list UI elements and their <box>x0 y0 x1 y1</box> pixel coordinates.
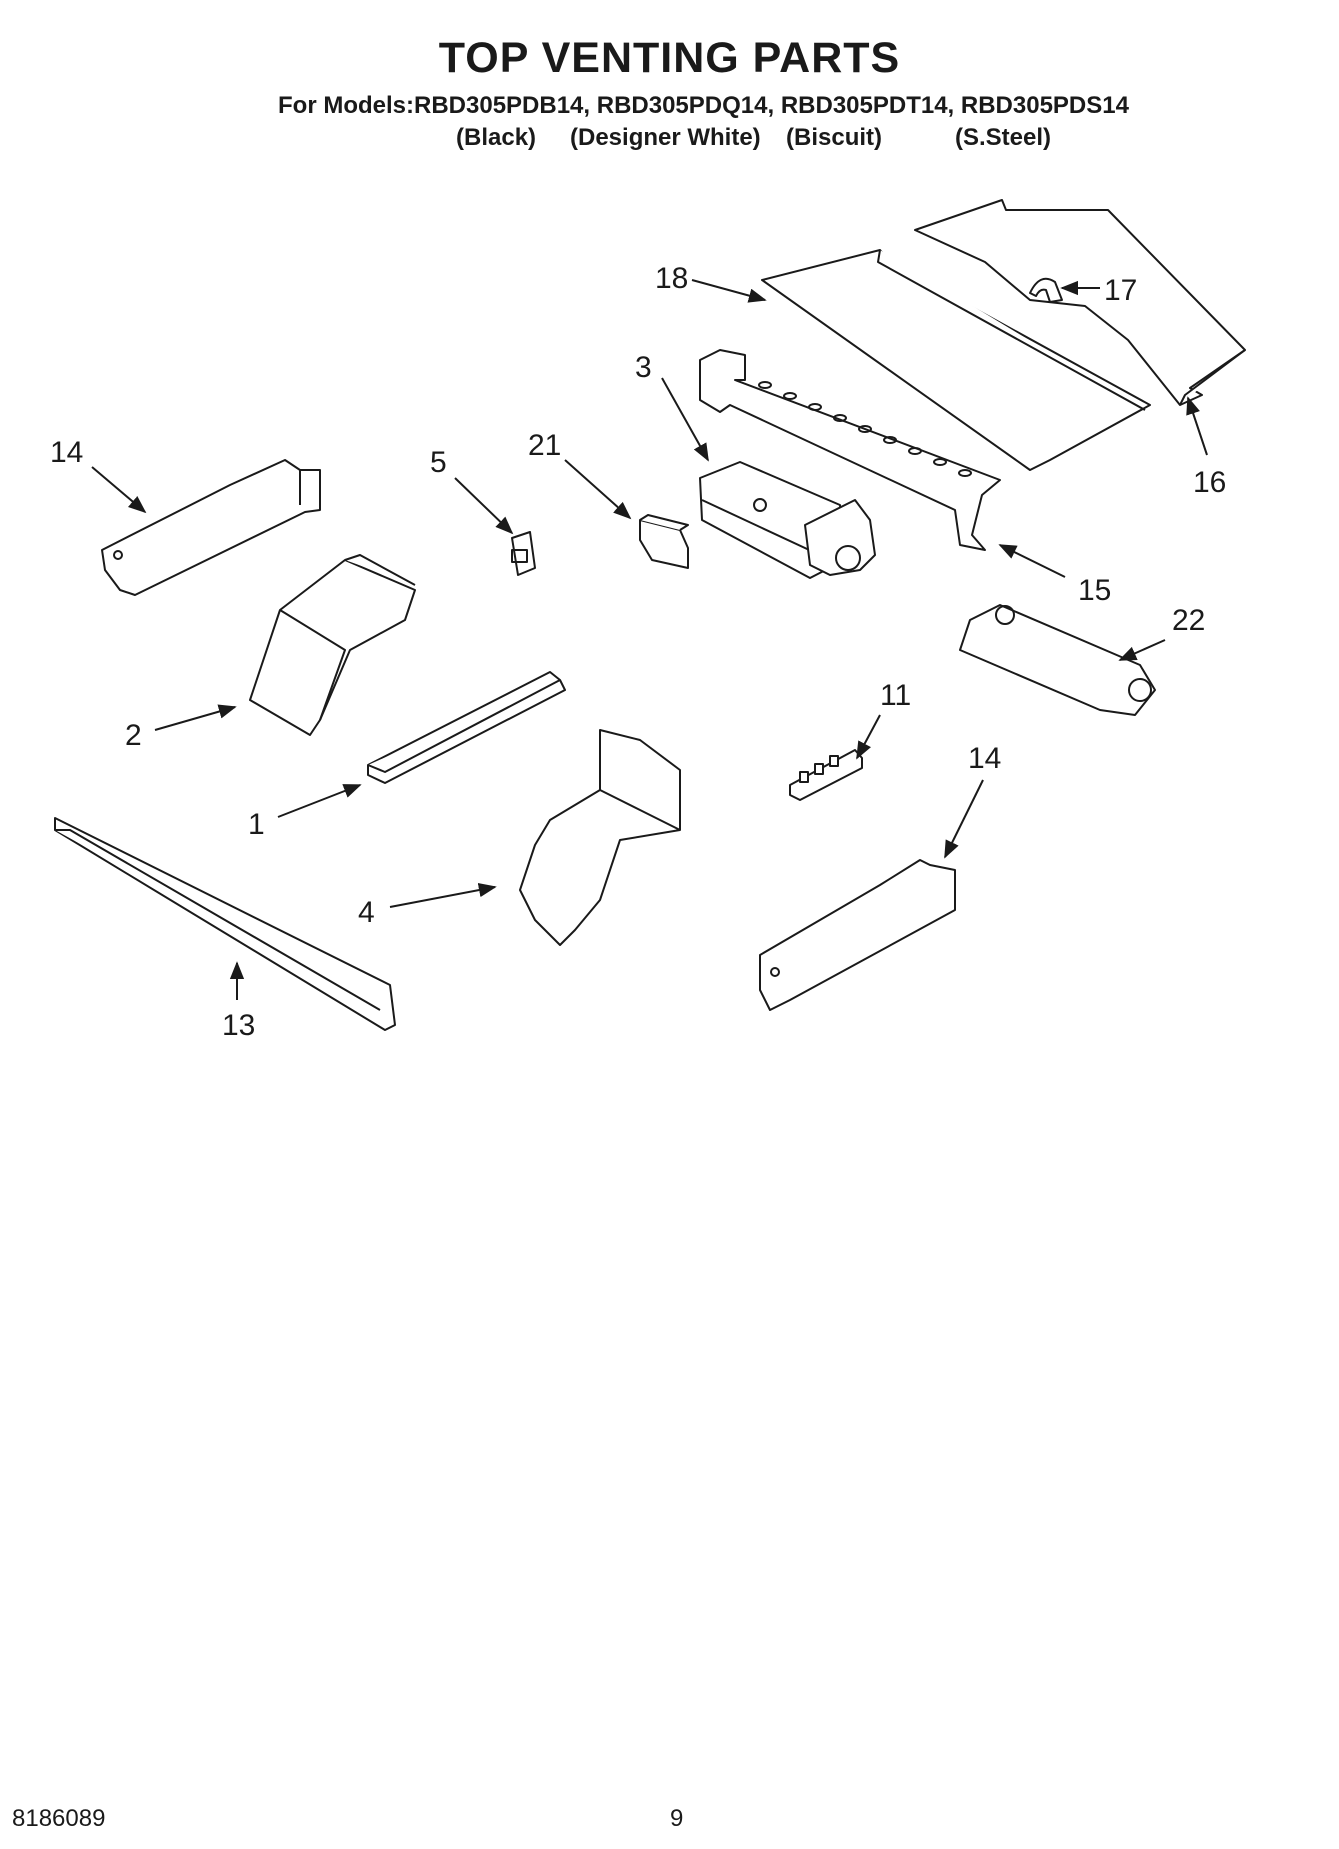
arrow-1 <box>277 784 362 818</box>
callout-11: 11 <box>880 679 911 712</box>
arrow-4 <box>389 882 497 908</box>
callout-14-lower: 14 <box>968 742 1001 775</box>
part-21-block <box>639 514 689 569</box>
color-biscuit: (Biscuit) <box>786 124 882 151</box>
color-black: (Black) <box>456 124 537 151</box>
callout-22: 22 <box>1172 604 1205 637</box>
arrow-2 <box>154 704 237 731</box>
arrow-16 <box>1186 396 1208 456</box>
part-1-channel <box>367 671 566 784</box>
arrow-11 <box>856 714 881 760</box>
arrow-14b <box>944 779 984 859</box>
part-18-vent-panel <box>761 249 1151 471</box>
arrow-22 <box>1118 639 1166 661</box>
part-22-grille <box>959 604 1156 716</box>
color-designer-white: (Designer White) <box>570 124 761 151</box>
models-line: For Models:RBD305PDB14, RBD305PDQ14, RBD… <box>278 92 1129 119</box>
part-13-long-rail <box>54 817 396 1031</box>
document-number: 8186089 <box>12 1805 106 1832</box>
page-title: TOP VENTING PARTS <box>438 34 901 82</box>
arrow-5 <box>454 477 514 535</box>
callout-13: 13 <box>222 1009 255 1042</box>
part-3-motor-assembly <box>699 461 876 579</box>
callout-14-upper: 14 <box>50 436 83 469</box>
part-16-top-cover <box>914 199 1246 406</box>
part-14-bracket-right <box>759 859 956 1011</box>
part-11-terminal-strip <box>789 749 863 801</box>
callout-21: 21 <box>528 429 561 462</box>
arrow-21 <box>564 459 632 520</box>
callout-4: 4 <box>358 896 375 929</box>
callout-2: 2 <box>125 719 142 752</box>
arrow-3 <box>661 377 709 462</box>
callout-1: 1 <box>248 808 265 841</box>
part-14-bracket-left <box>101 459 321 596</box>
part-2-duct <box>249 554 416 736</box>
color-stainless: (S.Steel) <box>955 124 1052 151</box>
callout-18: 18 <box>655 262 688 295</box>
part-5-switch <box>511 531 536 576</box>
callout-15: 15 <box>1078 574 1111 607</box>
arrow-15 <box>998 544 1066 578</box>
callout-16: 16 <box>1193 466 1226 499</box>
arrow-18 <box>691 279 767 303</box>
part-15-vent-duct <box>699 349 1001 551</box>
callout-5: 5 <box>430 446 447 479</box>
callout-17: 17 <box>1104 274 1137 307</box>
callout-3: 3 <box>635 351 652 384</box>
part-4-shroud <box>519 729 681 946</box>
part-17-clip <box>1029 277 1063 303</box>
page-number: 9 <box>670 1805 684 1832</box>
arrow-14a <box>91 466 147 514</box>
